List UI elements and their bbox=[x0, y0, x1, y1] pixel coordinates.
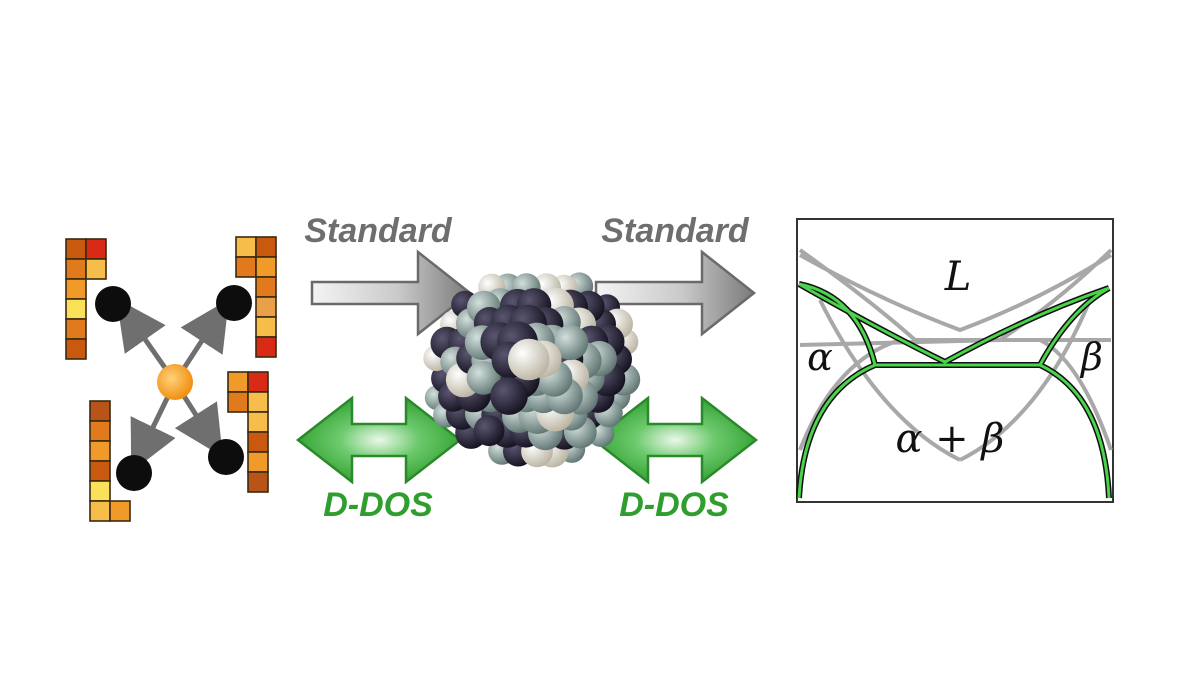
correlation-cell bbox=[255, 276, 277, 298]
correlation-cell bbox=[255, 256, 277, 278]
standard-arrow-left bbox=[310, 249, 473, 337]
correlation-cell bbox=[247, 431, 269, 453]
correlation-cell bbox=[227, 371, 249, 393]
correlation-cell bbox=[227, 391, 249, 413]
phase-label-alpha: α bbox=[807, 335, 833, 379]
phase-label-alpha-beta: α + β bbox=[895, 416, 1004, 462]
nanoparticle-icon bbox=[423, 272, 641, 468]
correlation-cell bbox=[235, 256, 257, 278]
correlation-cell bbox=[89, 440, 111, 462]
standard-label-right: Standard bbox=[601, 212, 750, 250]
correlation-cell bbox=[255, 296, 277, 318]
correlation-cell bbox=[89, 480, 111, 502]
correlation-cell-stacks bbox=[65, 236, 277, 522]
atom-sphere bbox=[466, 360, 501, 395]
phase-diagram-icon: L α β α + β bbox=[796, 218, 1114, 503]
correlation-cell bbox=[255, 336, 277, 358]
correlation-cell bbox=[65, 298, 87, 320]
correlation-cell bbox=[65, 278, 87, 300]
correlation-cell bbox=[65, 258, 87, 280]
atom-sphere bbox=[508, 338, 550, 381]
correlation-cell bbox=[235, 236, 257, 258]
standard-label-left: Standard bbox=[304, 212, 453, 250]
correlation-cell bbox=[255, 236, 277, 258]
phase-label-beta: β bbox=[1079, 335, 1103, 379]
atom-sphere bbox=[490, 377, 528, 415]
correlation-cell bbox=[247, 371, 269, 393]
correlation-cell bbox=[109, 500, 131, 522]
correlation-cell bbox=[89, 420, 111, 442]
correlation-cell bbox=[65, 338, 87, 360]
atom-sphere bbox=[553, 325, 589, 361]
ddos-label-right: D-DOS bbox=[619, 486, 729, 524]
cluster-expansion-icon bbox=[65, 236, 277, 522]
correlation-cell bbox=[65, 238, 87, 260]
correlation-cell bbox=[255, 316, 277, 338]
center-node-icon bbox=[157, 364, 193, 400]
correlation-cell bbox=[247, 471, 269, 493]
correlation-cell bbox=[89, 400, 111, 422]
correlation-cell bbox=[247, 391, 269, 413]
correlation-cell bbox=[85, 238, 107, 260]
phase-label-liquid: L bbox=[944, 254, 972, 300]
ddos-label-left: D-DOS bbox=[323, 486, 433, 524]
correlation-cell bbox=[247, 451, 269, 473]
correlation-cell bbox=[247, 411, 269, 433]
ddos-arrow-right bbox=[591, 395, 759, 485]
atom-sphere bbox=[473, 415, 505, 447]
correlation-cell bbox=[89, 460, 111, 482]
correlation-cell bbox=[89, 500, 111, 522]
correlation-cell bbox=[85, 258, 107, 280]
correlation-cell bbox=[65, 318, 87, 340]
